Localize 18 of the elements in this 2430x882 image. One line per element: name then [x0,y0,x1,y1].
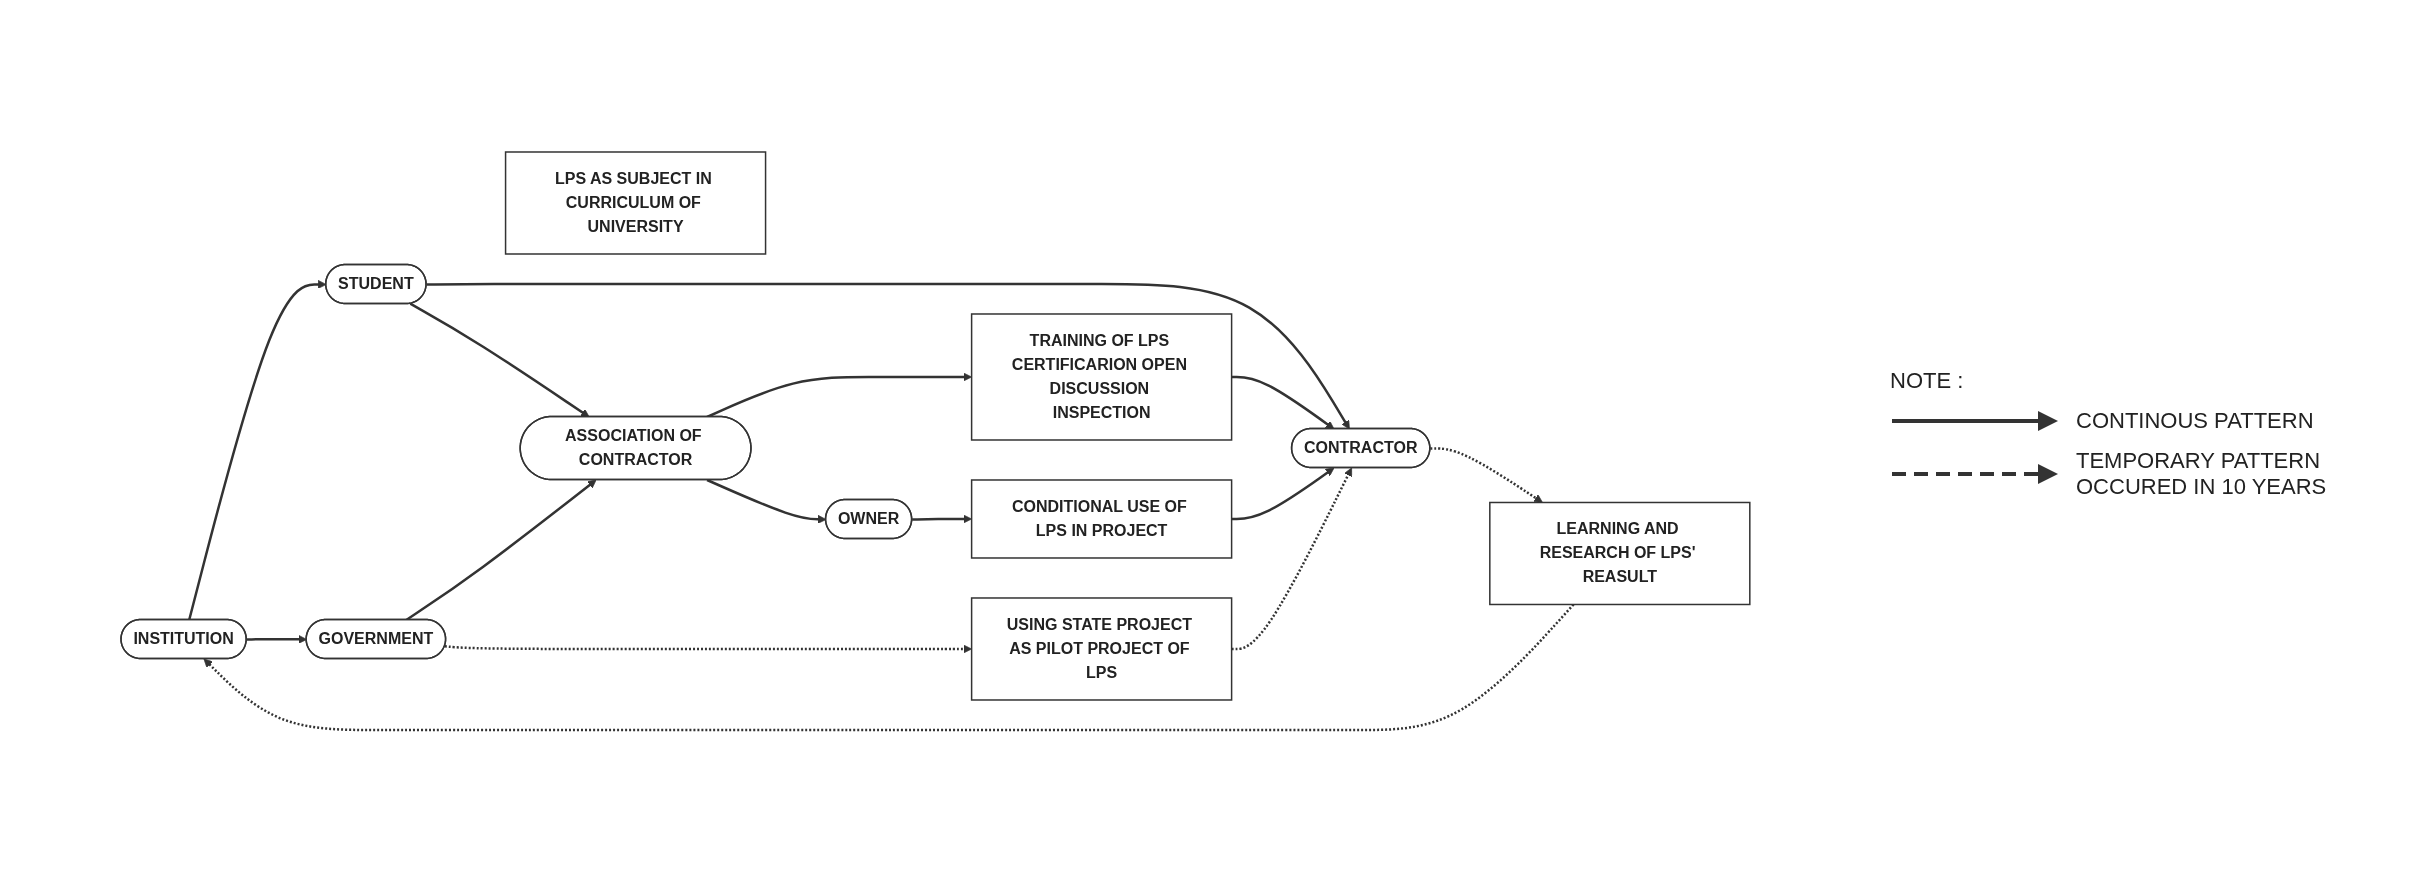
arrow [203,603,1575,732]
arrow [1231,467,1352,651]
node-box: LEARNING AND RESEARCH OF LPS' REASULT [1488,501,1751,606]
node-box: LPS AS SUBJECT IN CURRICULUM OF UNIVERSITY [504,151,766,255]
node-box: TRAINING OF LPS CERTIFICARION OPEN DISCUSSION INSPECTION [970,313,1232,441]
arrow [246,634,307,644]
legend-label: TEMPORARY PATTERN OCCURED IN 10 YEARS [2076,448,2328,500]
arrow [409,302,590,418]
note-label: NOTE : [1890,368,1965,394]
legend-label: CONTINOUS PATTERN [2076,408,2314,434]
node-box: CONDITIONAL USE OF LPS IN PROJECT [970,479,1232,559]
arrow [426,282,1350,430]
arrow [911,514,972,524]
node-box: USING STATE PROJECT AS PILOT PROJECT OF LPS [970,597,1232,701]
arrow [1231,375,1334,430]
arrow [444,644,972,654]
arrow [1231,467,1334,521]
arrow [1429,447,1543,503]
